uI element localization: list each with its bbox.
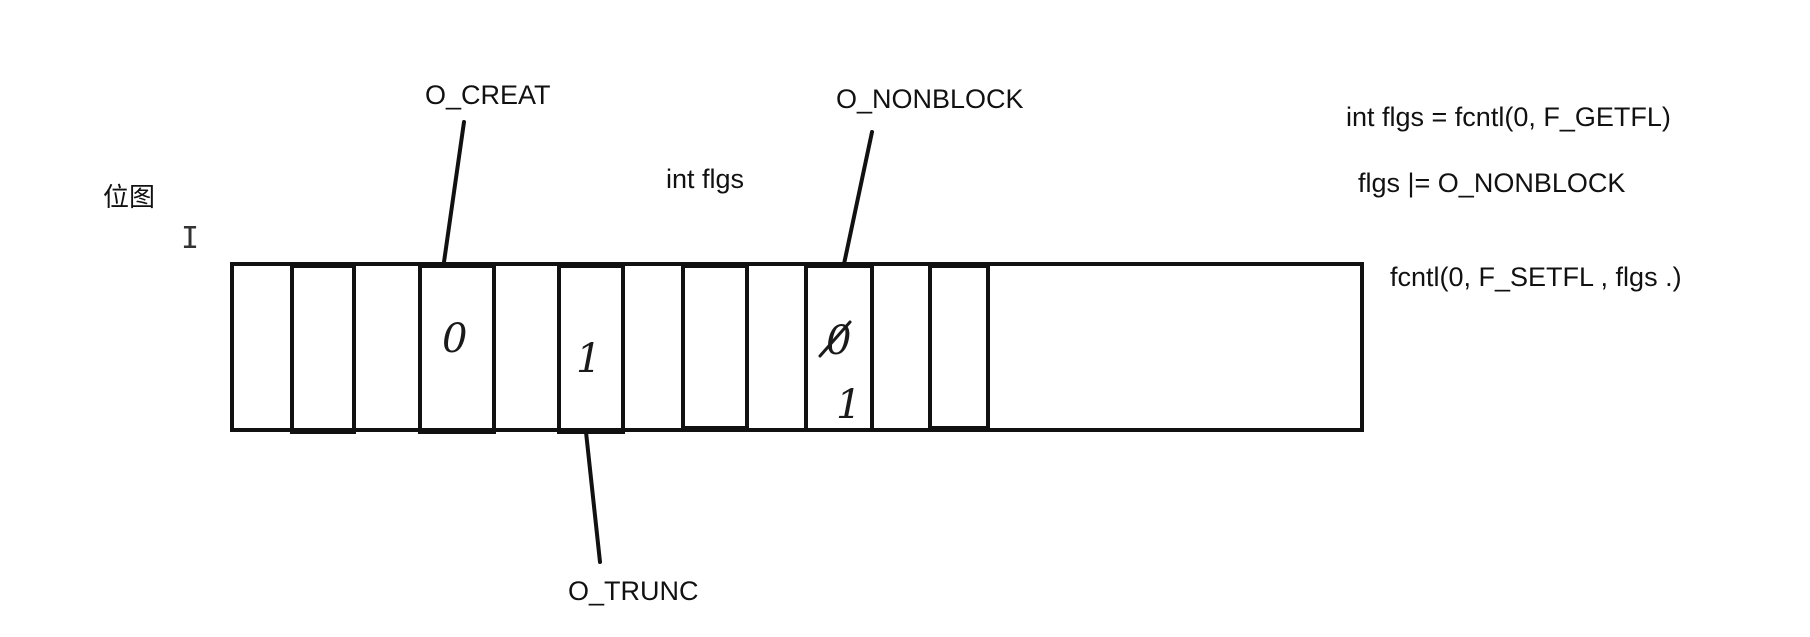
flag-label-o-trunc: O_TRUNC	[568, 576, 699, 606]
bit-cell-o-nonblock	[804, 264, 874, 432]
text-cursor-icon: I	[181, 221, 199, 256]
bit-cell	[928, 264, 990, 430]
variable-label: int flgs	[666, 164, 744, 194]
flags-register-box	[230, 262, 1364, 432]
bit-cell-o-creat	[418, 264, 496, 434]
flag-label-o-nonblock: O_NONBLOCK	[836, 84, 1024, 114]
bitmap-label: 位图	[103, 182, 155, 212]
bit-value-o-creat: 0	[442, 316, 467, 362]
bit-value-o-trunc: 1	[576, 336, 601, 382]
pointer-line-o-creat	[442, 120, 466, 264]
pointer-line-o-nonblock	[842, 130, 874, 266]
bit-cell	[681, 264, 749, 430]
pointer-line-o-trunc	[584, 430, 602, 564]
bit-value-o-nonblock-new: 1	[836, 382, 861, 428]
bit-cell	[290, 264, 356, 434]
code-line-or-nonblock: flgs |= O_NONBLOCK	[1358, 168, 1625, 198]
code-line-getfl: int flgs = fcntl(0, F_GETFL)	[1346, 102, 1671, 132]
code-line-setfl: fcntl(0, F_SETFL , flgs .)	[1390, 262, 1682, 292]
strike-through-mark	[818, 320, 852, 358]
flag-label-o-creat: O_CREAT	[425, 80, 551, 110]
bit-cell-o-trunc	[557, 264, 625, 434]
